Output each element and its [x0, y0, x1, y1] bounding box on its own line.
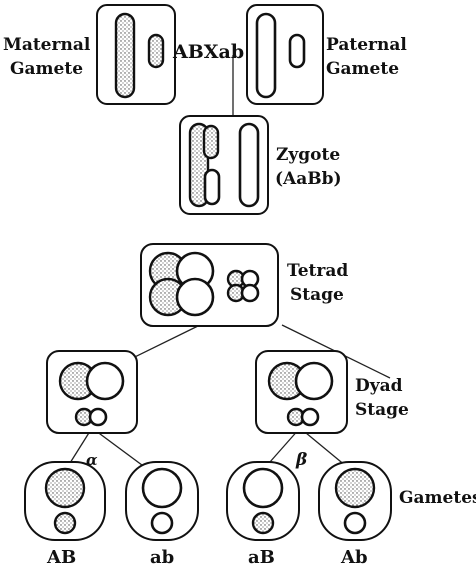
maternal-label-line1: Maternal — [3, 35, 91, 55]
gamete-cell-a-lower-b-upper — [226, 461, 300, 541]
gamete-cell-ab-lower — [125, 461, 199, 541]
maternal-long-chromosome — [114, 12, 136, 99]
zygote-cell — [179, 115, 269, 215]
right-dyad-large-chromatid-2 — [294, 361, 334, 401]
gamete-ab-upper-large-chromosome — [44, 467, 86, 509]
gamete-genotype-label-1: AB — [46, 547, 76, 567]
gamete-Ab-small-chromosome — [343, 511, 367, 535]
maternal-label-line2: Gamete — [10, 59, 83, 79]
left-dyad-large-chromatid-2 — [85, 361, 125, 401]
zygote-label-line1: Zygote — [276, 145, 340, 165]
gamete-aB-large-chromosome — [242, 467, 284, 509]
gamete-genotype-label-4: Ab — [340, 547, 368, 567]
left-dyad-small-chromatid-2 — [88, 407, 108, 427]
gamete-ab-lower-large-chromosome — [141, 467, 183, 509]
cross-label: ABXab — [172, 41, 244, 63]
left-dyad-cell — [46, 350, 138, 434]
beta-label: β — [295, 450, 307, 470]
paternal-label-line1: Paternal — [326, 35, 407, 55]
paternal-long-chromosome — [255, 12, 277, 99]
zygote-maternal-short-chromosome — [202, 124, 220, 160]
tetrad-small-chromatid-4 — [240, 283, 260, 303]
gamete-cell-ab-upper — [24, 461, 106, 541]
gamete-cell-a-upper-b-lower — [318, 461, 392, 541]
gamete-genotype-label-3: aB — [248, 547, 275, 567]
maternal-gamete-cell — [96, 4, 176, 105]
dyad-label-line1: Dyad — [355, 376, 403, 396]
tetrad-cell — [140, 243, 279, 327]
paternal-gamete-cell — [246, 4, 324, 105]
tetrad-label-line2: Stage — [290, 285, 344, 305]
tetrad-chromatid-bottom-right — [175, 277, 215, 317]
tetrad-label-line1: Tetrad — [287, 261, 348, 281]
paternal-label-line2: Gamete — [326, 59, 399, 79]
right-dyad-cell — [255, 350, 348, 434]
gamete-ab-upper-small-chromosome — [53, 511, 77, 535]
gametes-label: Gametes — [399, 488, 476, 508]
alpha-right-line — [91, 427, 151, 472]
dyad-label-line2: Stage — [355, 400, 409, 420]
zygote-label-line2: (AaBb) — [275, 169, 342, 189]
zygote-paternal-short-chromosome — [203, 168, 221, 206]
paternal-short-chromosome — [288, 33, 306, 69]
right-dyad-small-chromatid-2 — [300, 407, 320, 427]
maternal-short-chromosome — [147, 33, 165, 69]
gamete-genotype-label-2: ab — [150, 547, 174, 567]
zygote-paternal-long-chromosome — [238, 122, 260, 208]
gamete-Ab-large-chromosome — [334, 467, 376, 509]
gamete-aB-small-chromosome — [251, 511, 275, 535]
gamete-ab-lower-small-chromosome — [150, 511, 174, 535]
